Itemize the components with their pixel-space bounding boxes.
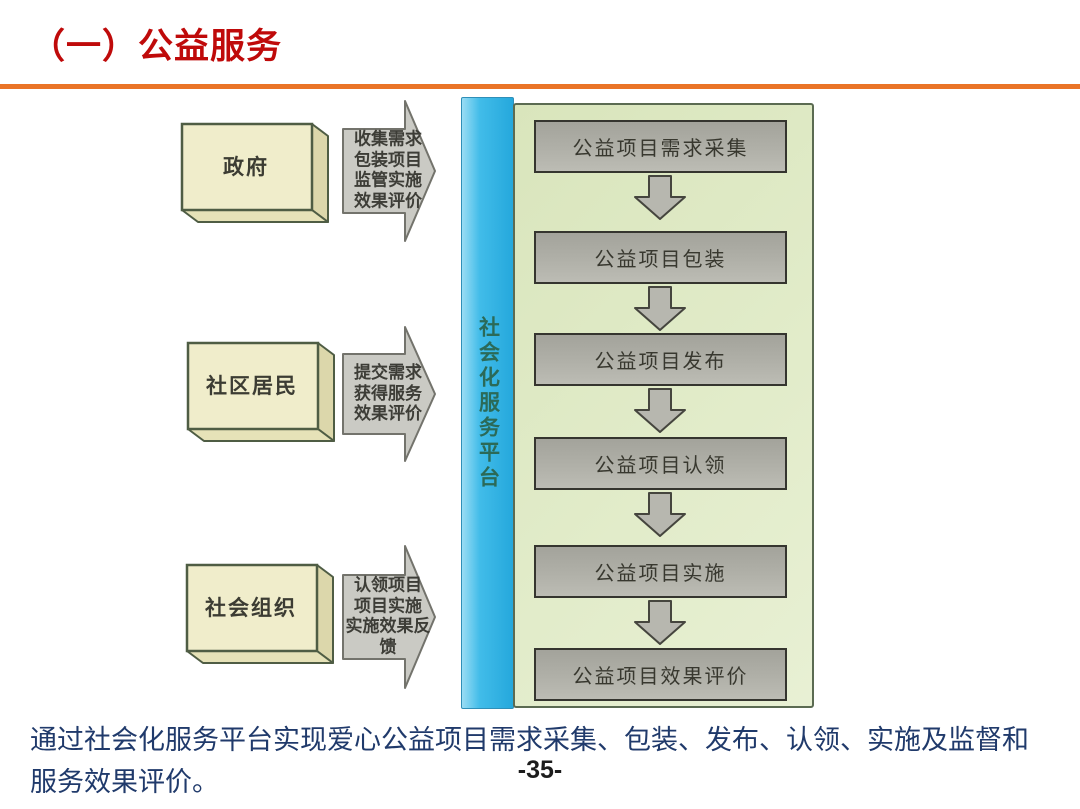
step-box-demand-collection: 公益项目需求采集 (534, 120, 787, 173)
page-title: （一）公益服务 (30, 27, 283, 66)
cube-shape (180, 122, 329, 223)
actor-box-organizations: 社会组织 (185, 563, 335, 675)
actor-box-residents: 社区居民 (186, 341, 336, 453)
actor-arrow-residents: 提交需求 获得服务 效果评价 (342, 324, 437, 464)
down-arrow-icon (634, 600, 686, 645)
cube-shape (186, 341, 335, 442)
slide-caption: 通过社会化服务平台实现爱心公益项目需求采集、包装、发布、认领、实施及监督和 服务… (30, 725, 1029, 797)
right-arrow-icon (342, 326, 436, 462)
arrow-label: 提交需求 获得服务 效果评价 (354, 362, 422, 424)
step-box-packaging: 公益项目包装 (534, 231, 787, 284)
down-arrow-icon (634, 175, 686, 220)
platform-bar: 社会化服务平台 (461, 97, 514, 709)
title-divider (0, 84, 1080, 89)
down-arrow-icon (634, 492, 686, 537)
actor-arrow-government: 收集需求 包装项目 监管实施 效果评价 (342, 98, 437, 244)
arrow-label: 认领项目 项目实施 实施效果反馈 (345, 575, 431, 657)
right-arrow-icon (342, 100, 436, 242)
right-arrow-icon (342, 545, 436, 689)
cube-shape (185, 563, 334, 664)
arrow-label: 收集需求 包装项目 监管实施 效果评价 (354, 129, 422, 211)
platform-label: 社会化服务平台 (476, 315, 500, 491)
actor-label: 社会组织 (205, 597, 297, 620)
down-arrow-icon (634, 388, 686, 433)
actor-label: 社区居民 (206, 375, 298, 398)
step-box-release: 公益项目发布 (534, 333, 787, 386)
step-box-claiming: 公益项目认领 (534, 437, 787, 490)
actor-label: 政府 (223, 156, 269, 179)
actor-box-government: 政府 (180, 122, 330, 234)
process-panel: 公益项目需求采集 公益项目包装 公益项目发布 公益项目认领 公益项目实施 公益项… (513, 103, 814, 708)
step-box-evaluation: 公益项目效果评价 (534, 648, 787, 701)
step-box-implementation: 公益项目实施 (534, 545, 787, 598)
down-arrow-icon (634, 286, 686, 331)
actor-arrow-organizations: 认领项目 项目实施 实施效果反馈 (342, 542, 437, 692)
page-number: -35- (517, 756, 563, 784)
